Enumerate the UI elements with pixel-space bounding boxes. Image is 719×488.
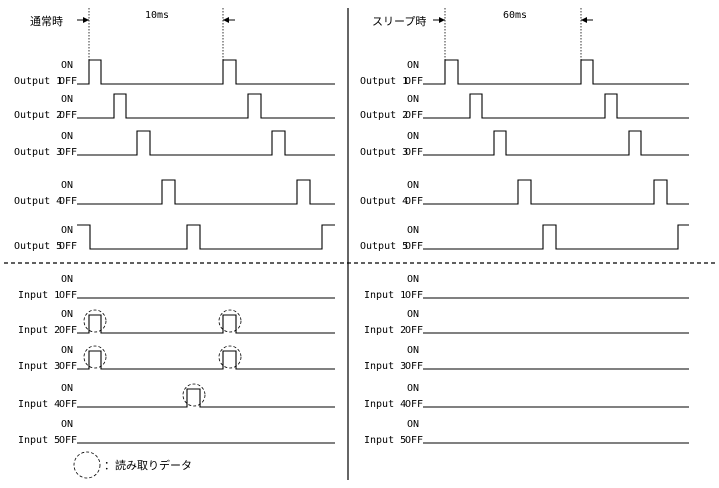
read-data-circle <box>218 345 242 369</box>
off-label: OFF <box>405 361 423 372</box>
on-label: ON <box>61 383 73 394</box>
on-label: ON <box>407 60 419 71</box>
period-arrow-head <box>223 17 229 23</box>
on-label: ON <box>61 309 73 320</box>
input-label: Input 3 <box>18 361 60 372</box>
input-label: Input 1 <box>364 290 406 301</box>
period-arrow-head <box>581 17 587 23</box>
read-data-circle <box>83 309 107 333</box>
output-label: Output 5 <box>360 241 408 252</box>
input-label: Input 4 <box>18 399 60 410</box>
period-arrow-head <box>439 17 445 23</box>
output-waveform <box>423 179 689 205</box>
read-data-legend-circle <box>73 451 101 479</box>
on-label: ON <box>61 419 73 430</box>
off-label: OFF <box>59 325 77 336</box>
panel-left-period-label: 10ms <box>145 10 169 21</box>
on-label: ON <box>407 180 419 191</box>
input-waveform <box>77 388 335 408</box>
input-label: Input 2 <box>364 325 406 336</box>
output-waveform <box>77 224 335 250</box>
on-label: ON <box>407 383 419 394</box>
output-waveform <box>423 93 689 119</box>
off-label: OFF <box>59 196 77 207</box>
read-data-circle <box>182 383 206 407</box>
input-waveform <box>77 314 335 334</box>
output-waveform <box>77 130 335 156</box>
off-label: OFF <box>59 241 77 252</box>
on-label: ON <box>407 225 419 236</box>
on-label: ON <box>61 60 73 71</box>
output-waveform <box>423 130 689 156</box>
period-arrow-head <box>83 17 89 23</box>
read-data-circle <box>83 345 107 369</box>
off-label: OFF <box>405 147 423 158</box>
output-label: Output 5 <box>14 241 62 252</box>
output-label: Output 2 <box>14 110 62 121</box>
off-label: OFF <box>59 361 77 372</box>
off-label: OFF <box>405 110 423 121</box>
input-label: Input 3 <box>364 361 406 372</box>
off-label: OFF <box>405 290 423 301</box>
output-label: Output 4 <box>360 196 408 207</box>
on-label: ON <box>407 309 419 320</box>
output-label: Output 2 <box>360 110 408 121</box>
off-label: OFF <box>59 290 77 301</box>
on-label: ON <box>407 131 419 142</box>
on-label: ON <box>407 419 419 430</box>
on-label: ON <box>407 94 419 105</box>
output-label: Output 4 <box>14 196 62 207</box>
legend-text: ：読み取りデータ <box>104 458 192 472</box>
input-label: Input 1 <box>18 290 60 301</box>
panel-right-header: スリープ時 <box>372 15 426 28</box>
off-label: OFF <box>405 76 423 87</box>
input-label: Input 4 <box>364 399 406 410</box>
output-label: Output 3 <box>360 147 408 158</box>
off-label: OFF <box>405 399 423 410</box>
on-label: ON <box>407 274 419 285</box>
off-label: OFF <box>59 147 77 158</box>
on-label: ON <box>61 345 73 356</box>
off-label: OFF <box>405 241 423 252</box>
off-label: OFF <box>59 435 77 446</box>
off-label: OFF <box>59 110 77 121</box>
output-waveform <box>77 179 335 205</box>
panel-left-header: 通常時 <box>30 15 63 28</box>
output-waveform <box>77 93 335 119</box>
output-waveform <box>423 59 689 85</box>
on-label: ON <box>61 94 73 105</box>
output-label: Output 1 <box>14 76 62 87</box>
off-label: OFF <box>405 196 423 207</box>
output-waveform <box>423 224 689 250</box>
input-waveform <box>77 350 335 370</box>
output-waveform <box>77 59 335 85</box>
output-label: Output 1 <box>360 76 408 87</box>
on-label: ON <box>61 274 73 285</box>
off-label: OFF <box>59 399 77 410</box>
input-label: Input 5 <box>18 435 60 446</box>
input-label: Input 2 <box>18 325 60 336</box>
input-label: Input 5 <box>364 435 406 446</box>
read-data-circle <box>218 309 242 333</box>
on-label: ON <box>61 180 73 191</box>
off-label: OFF <box>405 435 423 446</box>
on-label: ON <box>61 131 73 142</box>
panel-right-period-label: 60ms <box>503 10 527 21</box>
on-label: ON <box>61 225 73 236</box>
off-label: OFF <box>59 76 77 87</box>
on-label: ON <box>407 345 419 356</box>
output-label: Output 3 <box>14 147 62 158</box>
off-label: OFF <box>405 325 423 336</box>
